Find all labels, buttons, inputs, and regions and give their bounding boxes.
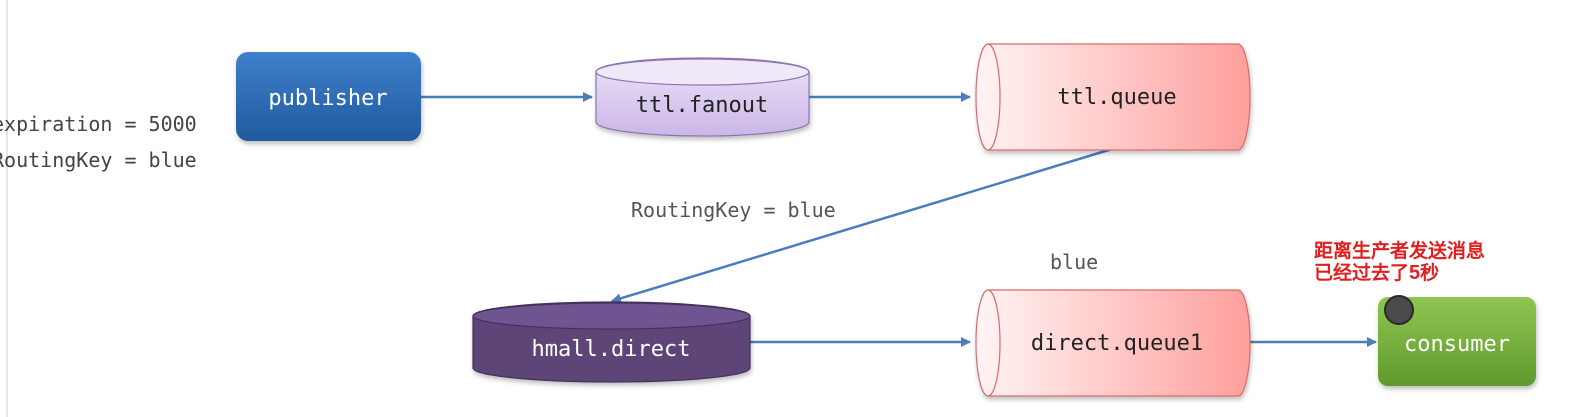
annotation-line2-prefix: 已经过去了 <box>1314 261 1409 284</box>
annotation-line1: 距离生产者发送消息 <box>1314 239 1485 262</box>
arrows <box>421 92 1377 347</box>
annotation-line2-emphasis: 5 <box>1409 262 1420 284</box>
ttl-fanout-exchange: ttl.fanout <box>595 57 810 137</box>
annotation-line2-suffix: 秒 <box>1420 261 1439 284</box>
annotation-line2: 已经过去了5秒 <box>1314 261 1439 284</box>
elapsed-time-annotation: 距离生产者发送消息 已经过去了5秒 <box>1314 239 1485 284</box>
dead-letter-routing-key-label: RoutingKey = blue <box>631 198 836 222</box>
direct-queue1-node: direct.queue1 <box>975 289 1251 397</box>
hmall-direct-exchange: hmall.direct <box>472 301 751 383</box>
expiration-label: expiration = 5000 <box>0 112 197 136</box>
hmall-direct-label: hmall.direct <box>532 337 691 362</box>
ttl-queue-label: ttl.queue <box>1057 85 1176 110</box>
consumer-node: consumer <box>1378 295 1536 386</box>
ttl-queue-node: ttl.queue <box>975 43 1251 151</box>
consumer-label: consumer <box>1404 332 1510 357</box>
ttl-fanout-label: ttl.fanout <box>636 93 768 118</box>
direct-queue1-label: direct.queue1 <box>1031 331 1203 356</box>
publisher-label: publisher <box>268 86 387 111</box>
routing-key-label: RoutingKey = blue <box>0 148 197 172</box>
arrow-ttl-queue-to-hmall-direct <box>611 147 1113 304</box>
binding-key-label: blue <box>1050 250 1098 274</box>
publisher-node: publisher <box>236 52 421 141</box>
message-dot-icon <box>1384 295 1414 325</box>
